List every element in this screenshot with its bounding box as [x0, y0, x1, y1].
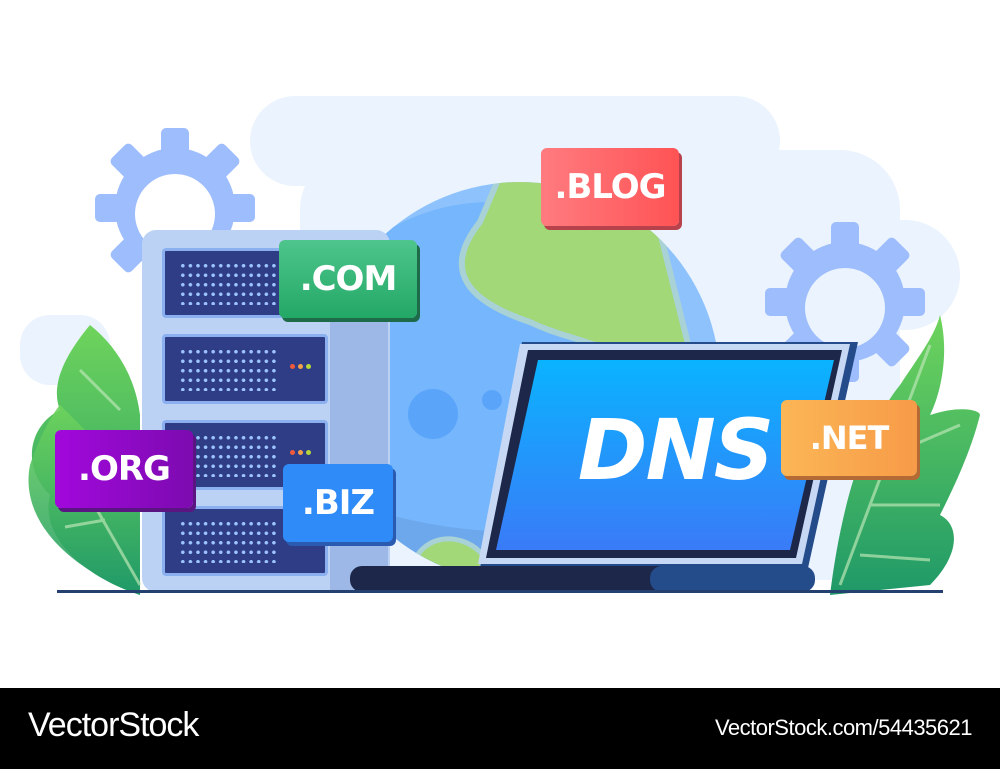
watermark-footer: VectorStock VectorStock.com/54435621	[0, 688, 1000, 769]
brand-logo: VectorStock	[28, 706, 199, 744]
domain-tag-org: .ORG	[55, 430, 193, 508]
ground-line	[57, 590, 943, 593]
domain-tag-biz: .BIZ	[283, 464, 393, 542]
stock-id-link[interactable]: VectorStock.com/54435621	[714, 715, 973, 740]
domain-tag-net: .NET	[781, 400, 917, 476]
laptop-icon	[350, 342, 858, 592]
dns-illustration: DNS .BLOG .COM .ORG .BIZ .NET	[20, 96, 980, 595]
server-unit	[162, 334, 328, 404]
domain-tag-com: .COM	[279, 240, 417, 318]
domain-tag-blog: .BLOG	[541, 148, 679, 226]
laptop-screen-text: DNS	[577, 401, 775, 499]
